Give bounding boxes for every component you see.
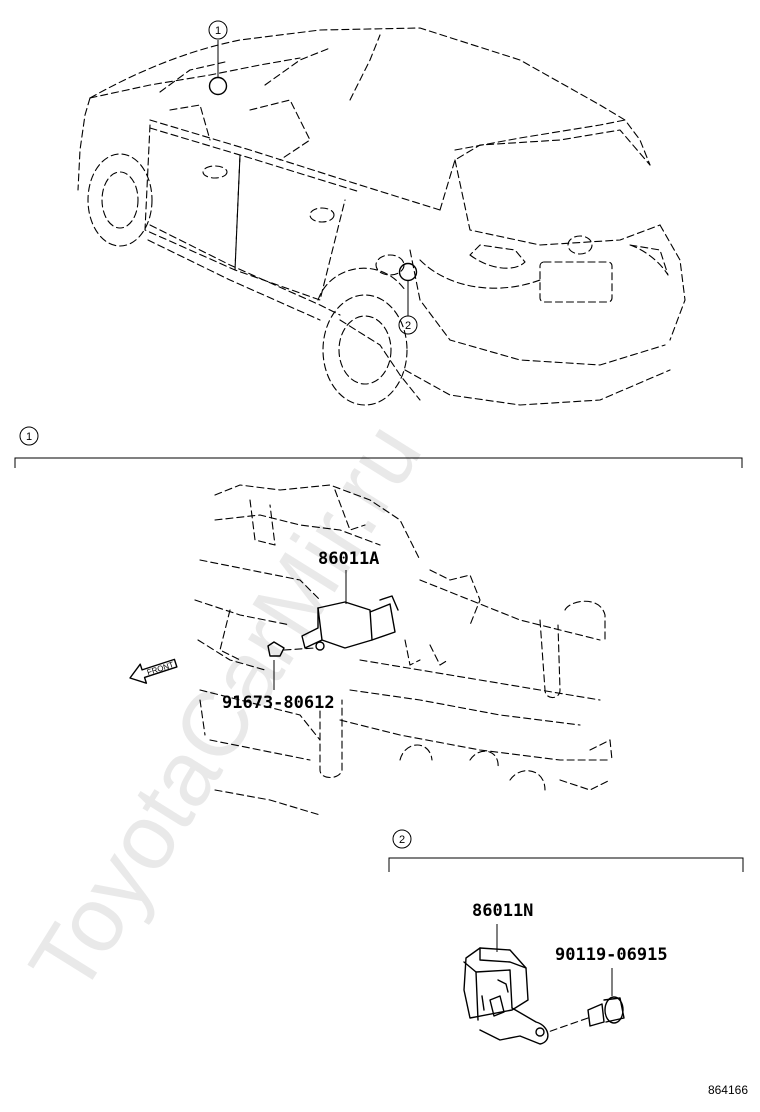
callout-2-label: 2 (405, 320, 411, 332)
callout-circle-icon (392, 829, 412, 849)
callout-1-label: 1 (215, 25, 221, 37)
part-86011A[interactable]: 86011A (318, 549, 379, 604)
part-86011A-label: 86011A (318, 549, 379, 569)
module-86011N-illustration (463, 947, 549, 1045)
part-86011N-label: 86011N (472, 901, 533, 921)
marker-ring-icon (208, 76, 228, 96)
section-2-number: 2 (399, 834, 405, 846)
part-86011N[interactable]: 86011N (463, 901, 549, 1045)
front-arrow-icon: FRONT (129, 658, 178, 684)
marker-ring-icon (398, 262, 418, 282)
callout-circle-icon (398, 315, 418, 335)
car-illustration (77, 27, 686, 406)
bolt-head-icon (267, 641, 285, 657)
callout-circle-icon (19, 426, 39, 446)
callout-1[interactable]: 1 (208, 20, 228, 77)
front-label: FRONT (146, 660, 175, 677)
section-1-header: 1 (14, 426, 743, 468)
part-90119-06915-label: 90119-06915 (555, 945, 668, 965)
callout-circle-icon (208, 20, 228, 40)
bolt-91673-80612[interactable]: 91673-80612 (222, 641, 335, 713)
bolt-icon (547, 996, 625, 1033)
section-1-number: 1 (26, 431, 32, 443)
callout-2[interactable]: 2 (398, 281, 418, 335)
part-91673-80612-label: 91673-80612 (222, 693, 335, 713)
section-2-header: 2 (388, 829, 744, 872)
reference-number: 864166 (708, 1083, 748, 1097)
bolt-90119-06915[interactable]: 90119-06915 (547, 945, 668, 1033)
engine-bay-illustration (194, 484, 613, 816)
